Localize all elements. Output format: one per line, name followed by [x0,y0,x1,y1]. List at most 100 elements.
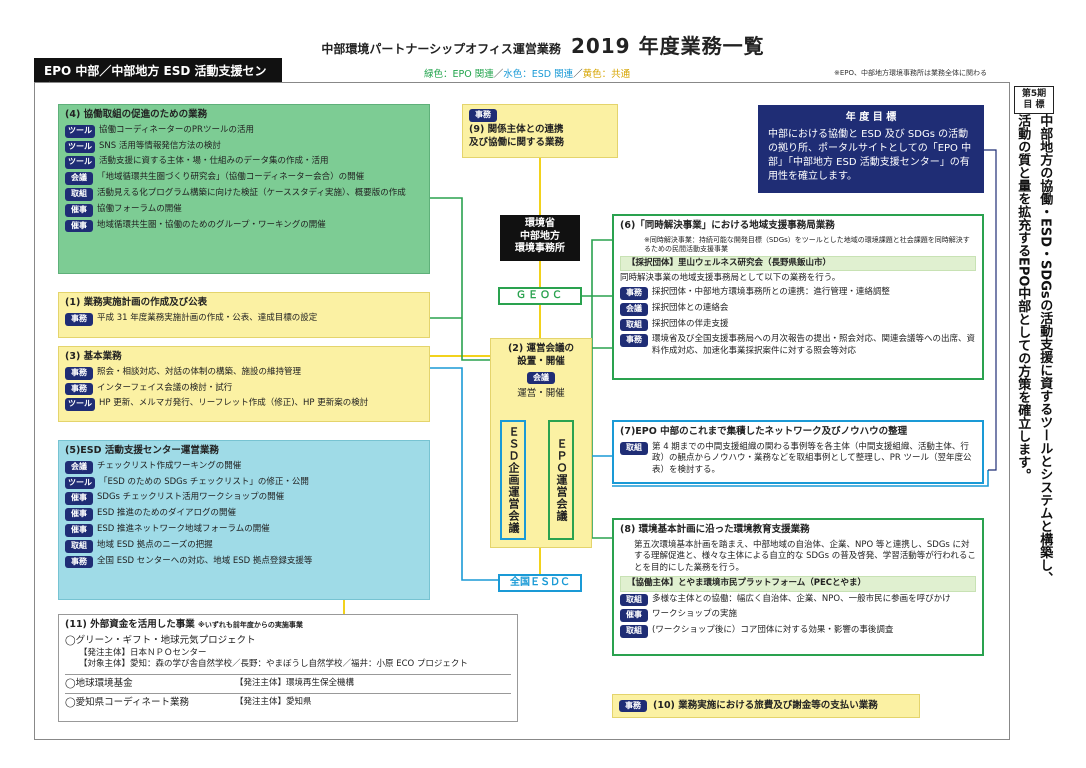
epo-management-meeting: ＥＰＯ運営会議 [548,420,574,540]
box-esd-center: (5)ESD 活動支援センター運営業務 会議チェックリスト作成ワーキングの開催ツ… [58,440,430,600]
list-item: ツール協働コーディネーターのPRツールの活用 [65,124,423,138]
item-list: 事務平成 31 年度業務実施計画の作成・公表、達成目標の設定 [65,312,423,326]
list-item: ツール SNS 活用等情報発信方法の検討 [65,140,423,154]
project-fund: ◯地球環境基金 [65,677,133,689]
top-note: ※EPO、中部地方環境事務所は業務全体に関わる [834,69,988,77]
item-text: SNS 活用等情報発信方法の検討 [99,140,221,151]
line-green-4 [430,197,490,361]
item-text: ワークショップの実施 [652,609,738,620]
item-list: 会議チェックリスト作成ワーキングの開催ツール「ESD のための SDGs チェッ… [65,460,423,569]
box-lead: 同時解決事業の地域支援事務局として以下の業務を行う。 [620,273,841,284]
tag: 会議 [620,302,648,316]
list-item: 取組 第 4 期までの中間支援組織の関わる事例等を各主体（中間支援組織、活動主体… [620,441,976,476]
box-title: (2) 運営会議の 設置・開催 [507,343,575,367]
partner-org: 【協働主体】とやま環境市民プラットフォーム（PECとやま） [620,576,976,592]
list-item: 取組(ワークショップ後に）コア団体に対する効果・影響の事後調査 [620,625,976,639]
tag: ツール [65,476,95,490]
tag: 催事 [65,524,93,537]
tag: 事務 [65,312,93,326]
item-text: ESD 推進ネットワーク地域フォーラムの開催 [97,524,270,534]
item-list: 取組多様な主体との協働：幅広く自治体、企業、NPO、一般市民に参画を呼びかけ催事… [620,593,976,639]
line-blue-5-esdc [430,367,498,581]
tag: 取組 [620,625,648,639]
list-item: 事務平成 31 年度業務実施計画の作成・公表、達成目標の設定 [65,312,423,326]
line-blue-7b [612,470,989,487]
list-item: 催事協働フォーラムの開催 [65,203,423,217]
color-legend: 緑色：EPO 関連／水色：ESD 関連／黄色：共通 [424,69,631,80]
box-title: (3) 基本業務 [65,351,122,362]
tag: 会議 [65,460,93,474]
line-goal [984,149,997,471]
item-text: ESD 推進のためのダイアログの開催 [97,508,237,519]
selected-org: 【採択団体】里山ウェルネス研究会（長野県飯山市） [620,256,976,272]
item-text: 採択団体との連絡会 [652,302,729,313]
list-item: 取組地域 ESD 拠点のニーズの把握 [65,539,423,553]
line-green-2-8 [591,348,612,539]
item-text: 採択団体の伴走支援 [652,318,729,329]
box-title: (10) 業務実施における旅費及び謝金等の支払い業務 [653,699,878,711]
tag: 催事 [620,609,648,623]
legend-blue: 水色：ESD 関連 [503,69,574,80]
national-esdc-badge: 全国ＥＳＤＣ [498,574,582,592]
item-text: 平成 31 年度業務実施計画の作成・公表、達成目標の設定 [97,312,318,323]
annual-goal-text: 中部における協働と ESD 及び SDGs の活動の拠り所、ポータルサイトとして… [768,129,972,182]
ministry-office: 環境省 中部地方 環境事務所 [500,215,580,261]
box-title: (6)「同時解決事業」における地域支援事務局業務 [620,220,835,231]
item-text: 「地域循環共生圏づくり研究会」（協働コーディネーター会合）の開催 [97,172,365,183]
tag: 事務 [65,555,93,569]
box-collab-promotion: (4) 協働取組の促進のための業務 ツール協働コーディネーターのPRツールの活用… [58,104,430,274]
item-list: 事務照会・相談対応、対話の体制の構築、施設の維持管理事務インターフェイス会議の検… [65,366,423,412]
tag-kaigi: 会議 [527,371,555,385]
title-main: 2019 年度業務一覧 [570,34,765,58]
tag: ツール [65,398,95,412]
box-joint-solution: (6)「同時解決事業」における地域支援事務局業務 ※同時解決事業：持続可能な開発… [612,214,984,380]
box-note: ※いずれも前年度からの実施事業 [198,621,303,629]
item-text: チェックリスト作成ワーキングの開催 [97,460,242,471]
project-targets: 【対象主体】愛知：森の学び舎自然学校／長野：やまぼうし自然学校／福井：小原 EC… [65,659,511,675]
box-title: (7)EPO 中部のこれまで集積したネットワーク及びノウハウの整理 [620,426,908,437]
annual-goal-heading: 年 度 目 標 [845,112,897,123]
tag: ツール [65,124,95,138]
box-basic: (3) 基本業務 事務照会・相談対応、対話の体制の構築、施設の維持管理事務インタ… [58,346,430,422]
tag-jimu: 事務 [619,699,647,713]
item-text: HP 更新、メルマガ発行、リーフレット作成（修正)、HP 更新案の検討 [99,398,369,409]
list-item: 催事地域循環共生圏・協働のためのグループ・ワーキングの開催 [65,219,423,233]
list-item: 事務全国 ESD センターへの対応、地域 ESD 拠点登録支援等 [65,555,423,569]
project-row: ◯地球環境基金 【発注主体】環境再生保全機構 [65,678,511,695]
list-item: 取組活動見える化プログラム構築に向けた検証（ケーススタディ実施）、概要版の作成 [65,188,423,201]
annual-goal-box: 年 度 目 標 中部における協働と ESD 及び SDGs の活動の拠り所、ポー… [758,105,984,193]
tag: 事務 [620,286,648,300]
period-goal-col2: 活動の質と量を拡充するEPO中部としての方策を確立します。 [1015,114,1031,482]
tag: ツール [65,156,95,170]
tag: 取組 [620,441,648,455]
item-text: 照会・相談対応、対話の体制の構築、施設の維持管理 [97,366,302,377]
tag: 取組 [620,318,648,332]
box-plan: (1) 業務実施計画の作成及び公表 事務平成 31 年度業務実施計画の作成・公表… [58,292,430,338]
item-text: 活動支援に資する主体・場・仕組みのデータ集の作成・活用 [99,156,329,167]
tag: 催事 [65,203,93,217]
period-label: 第5期 目 標 [1014,86,1054,114]
project-green-gift: ◯グリーン・ギフト・地球元気プロジェクト [65,634,256,646]
tag: ツール [65,140,95,154]
epo-banner: EPO 中部／中部地方 ESD 活動支援センター [34,58,282,95]
box-title: (11) 外部資金を活用した事業 [65,619,195,630]
list-item: 事務照会・相談対応、対話の体制の構築、施設の維持管理 [65,366,423,380]
list-item: 会議チェックリスト作成ワーキングの開催 [65,460,423,474]
project-orderer: 【発注主体】環境再生保全機構 [235,677,355,688]
box-title: (9) 関係主体との連携 及び協働に関する業務 [469,123,565,148]
list-item: 取組採択団体の伴走支援 [620,318,976,332]
legend-green: 緑色：EPO 関連 [424,69,494,80]
period-goal-col1: 中部地方の協働・ESD・SDGsの活動支援に資するツールとシステムと構築し、 [1037,114,1053,585]
tag: 取組 [65,188,93,201]
geoc-badge: ＧＥＯＣ [498,287,582,305]
item-text: 採択団体・中部地方環境事務所との連携：進行管理・連絡調整 [652,286,890,297]
box-title: (4) 協働取組の促進のための業務 [65,109,208,120]
tag: 取組 [65,539,93,553]
list-item: ツール HP 更新、メルマガ発行、リーフレット作成（修正)、HP 更新案の検討 [65,398,423,412]
diagram-frame [34,82,1010,740]
list-item: 会議「地域循環共生圏づくり研究会」（協働コーディネーター会合）の開催 [65,172,423,185]
item-text: 環境省及び全国支援事務局への月次報告の提出・照会対応、関連会議等への出席、資料作… [652,334,976,356]
